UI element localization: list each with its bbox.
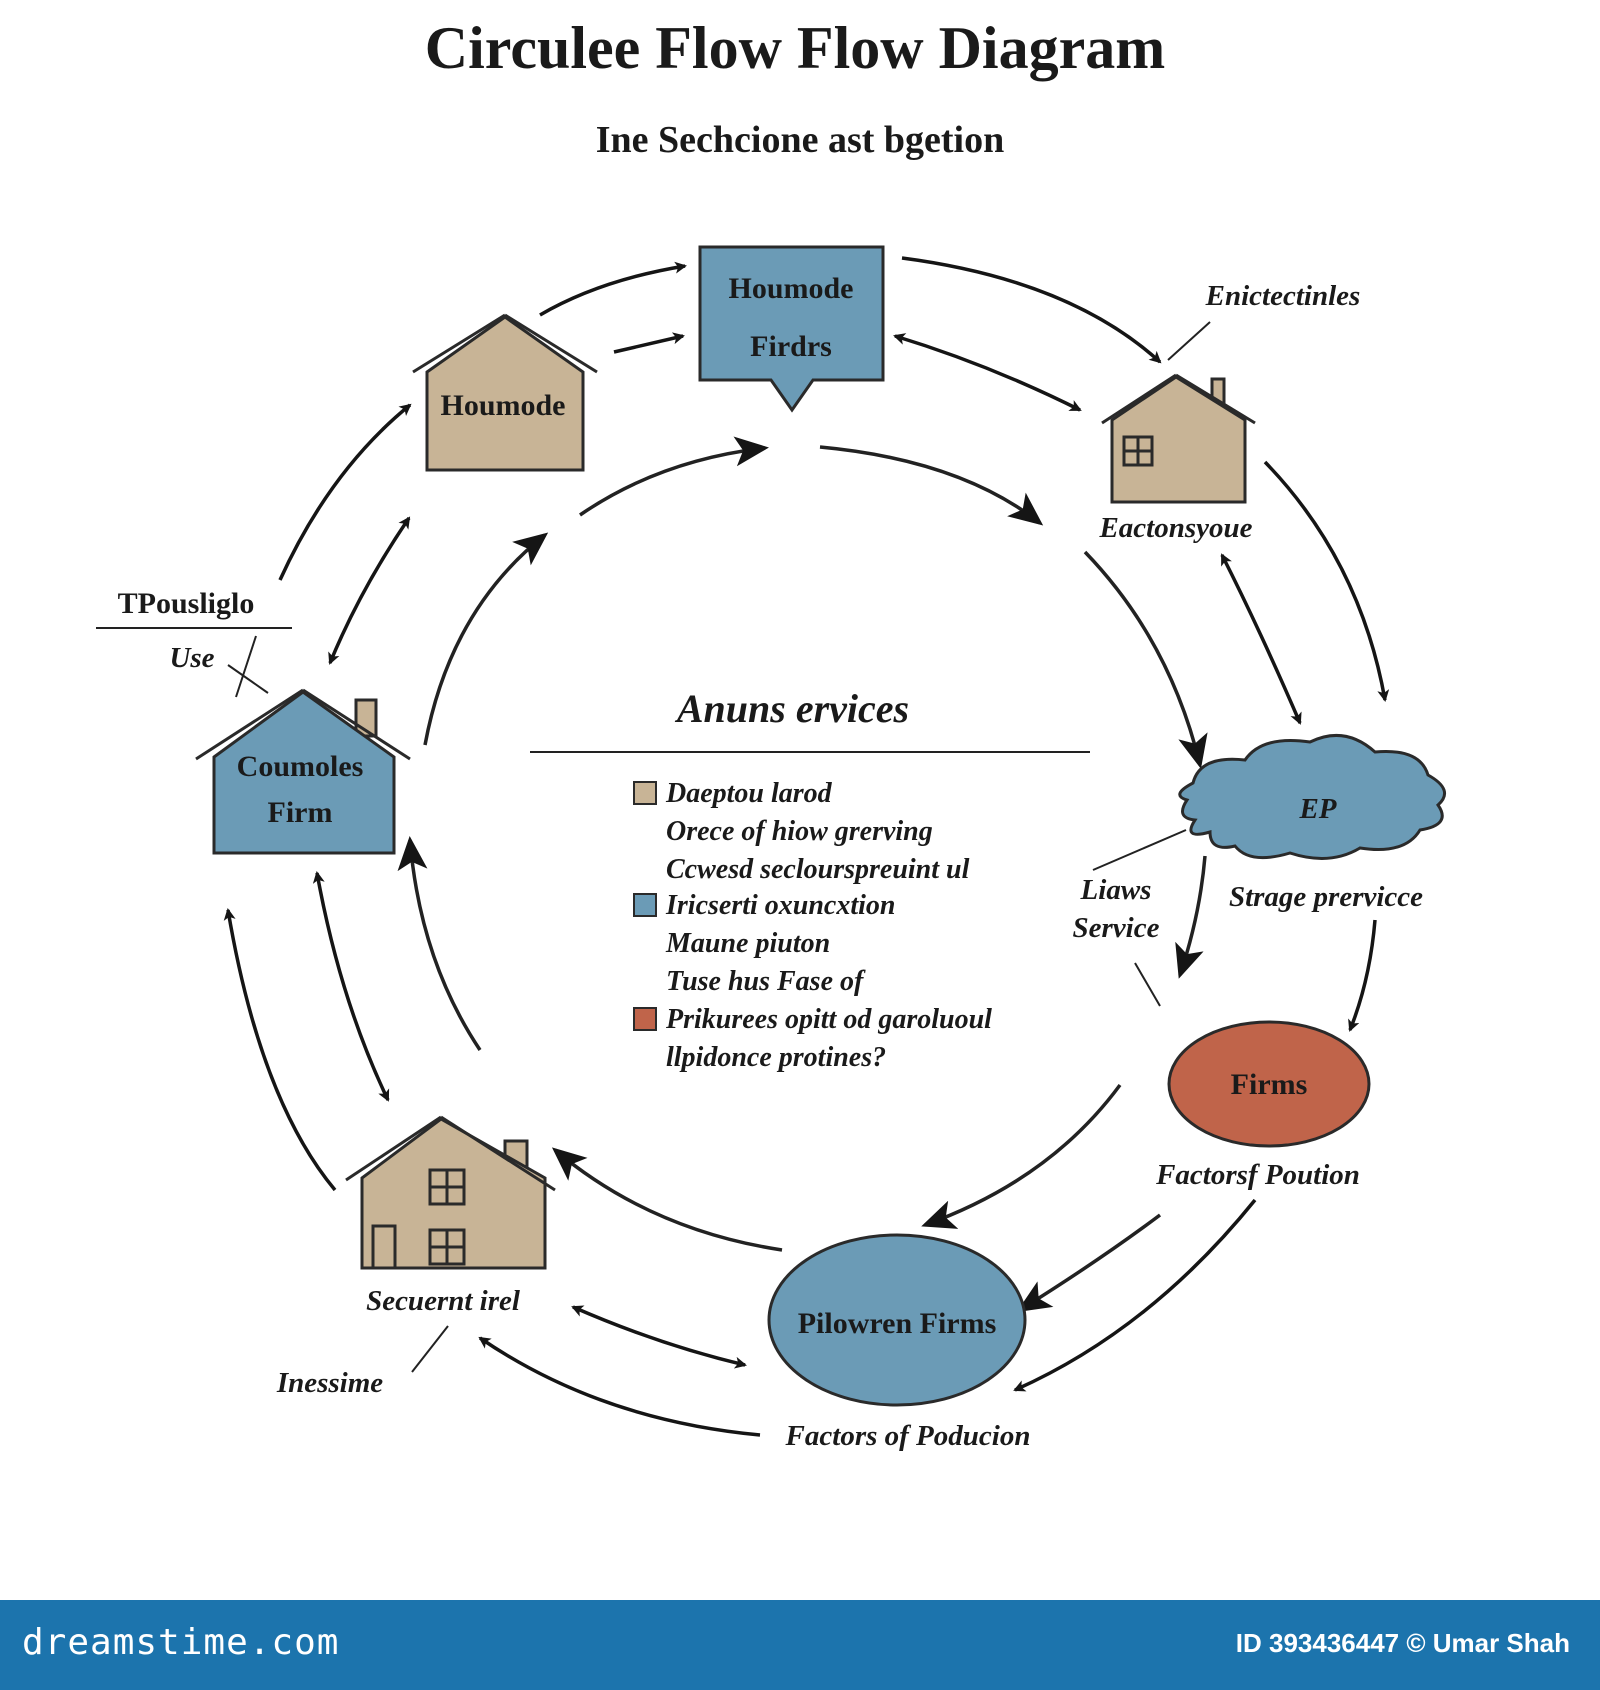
arrow-double-left-upper	[328, 516, 411, 665]
ellipse-firms-label: Firms	[1231, 1068, 1308, 1101]
arrow-small-top	[613, 332, 685, 354]
ellipse-bottom-label: Pilowren Firms	[798, 1307, 997, 1340]
top-box-label-1: Houmode	[728, 272, 853, 305]
footer-logo[interactable]: dreamstime.com	[22, 1622, 340, 1663]
legend-swatch-blue	[633, 893, 657, 917]
arrow-outer-5	[1013, 1198, 1257, 1392]
cloud-leader-1	[1092, 829, 1187, 871]
arrow-inner-7	[397, 836, 482, 1051]
arrow-inner-5	[921, 1083, 1122, 1229]
arrow-inner-2	[819, 445, 1044, 526]
cloud-caption-left-1: Liaws	[1080, 874, 1152, 906]
legend-item-3-line-1: Prikurees opitt od garoluoul	[665, 1004, 992, 1035]
left-heading-label: TPousliglo	[118, 587, 255, 620]
house-upper-right: Eactonsyoue Enictectinles	[1098, 280, 1360, 544]
ellipse-bottom-caption: Factors of Poducion	[785, 1420, 1031, 1452]
cloud-label: EP	[1298, 793, 1336, 825]
house-left-label-1: Coumoles	[237, 750, 364, 783]
diagram-subtitle: Ine Sechcione ast bgetion	[596, 119, 1005, 161]
house-upper-right-caption: Eactonsyoue	[1098, 512, 1252, 544]
legend-item-2-line-3: Tuse hus Fase of	[666, 966, 866, 997]
house-lower-left-annotation: Inessime	[276, 1367, 383, 1399]
cloud-caption-right: Strage prervicce	[1229, 881, 1423, 913]
cloud-caption-left-2: Service	[1073, 912, 1160, 944]
legend-swatch-rust	[633, 1007, 657, 1031]
arrow-outer-1	[539, 261, 687, 317]
arrow-inner-8	[423, 532, 549, 746]
footer-bar: dreamstime.com ID 393436447 © Umar Shah	[0, 1600, 1600, 1690]
ellipse-firms-caption: Factorsf Poution	[1155, 1159, 1360, 1191]
arrow-inner-4	[1175, 855, 1207, 979]
top-box-node: Houmode Firdrs	[698, 245, 885, 413]
legend-title: Anuns ervices	[674, 686, 909, 731]
legend-item-1-line-2: Orece of hiow grerving	[666, 816, 933, 847]
left-label-leader	[235, 635, 257, 698]
top-box-label-2: Firdrs	[750, 330, 832, 363]
arrow-double-left-lower	[312, 871, 390, 1102]
ellipse-node-firms: Firms Factorsf Poution	[1155, 1020, 1371, 1191]
legend-item-1-line-3: Ccwesd seclourspreuint ul	[666, 854, 970, 885]
arrow-outer-6	[478, 1336, 761, 1437]
left-label-leader-2	[227, 664, 269, 694]
center-legend: Anuns ervices Daeptou larod Orece of hio…	[530, 686, 1090, 1073]
house-lower-left-caption: Secuernt irel	[366, 1285, 521, 1317]
arrow-inner-1	[579, 436, 769, 517]
arrow-double-top-right	[893, 333, 1082, 412]
ellipse-node-bottom: Pilowren Firms Factors of Poducion	[767, 1233, 1031, 1452]
legend-item-2-line-1: Iricserti oxuncxtion	[665, 890, 895, 921]
house-upper-left-label: Houmode	[440, 389, 565, 422]
footer-credit: ID 393436447 © Umar Shah	[1235, 1628, 1570, 1658]
arrow-inner-6	[551, 1147, 783, 1252]
arrow-outer-2	[901, 256, 1162, 364]
house-left: Coumoles Firm	[195, 688, 411, 855]
left-sub-label: Use	[169, 642, 214, 674]
annotation-leader-lower-left	[411, 1325, 449, 1373]
arrow-double-bottom	[571, 1305, 747, 1369]
house-upper-left: Houmode	[412, 313, 598, 472]
legend-item-2-line-2: Maune piuton	[665, 928, 830, 959]
arrow-inner-3	[1083, 550, 1208, 769]
house-upper-right-annotation: Enictectinles	[1205, 280, 1361, 312]
legend-item-1-line-1: Daeptou larod	[665, 778, 833, 809]
arrow-double-right	[1220, 553, 1302, 725]
cloud-node-right: EP Strage prervicce Liaws Service	[1073, 734, 1447, 1007]
arrow-inner-9	[1016, 1213, 1162, 1313]
house-lower-left: Secuernt irel Inessime	[276, 1115, 556, 1399]
arrow-outer-7	[223, 908, 337, 1192]
arrow-outer-3	[1263, 460, 1390, 702]
cloud-leader-2	[1134, 962, 1161, 1007]
annotation-leader-upper-right	[1167, 321, 1211, 361]
diagram-title: Circulee Flow Flow Diagram	[425, 15, 1165, 81]
arrow-outer-8	[278, 403, 412, 581]
arrow-outer-4	[1348, 919, 1377, 1032]
house-left-label-2: Firm	[268, 796, 333, 829]
legend-swatch-tan	[633, 781, 657, 805]
legend-item-3-line-2: llpidonce protines?	[666, 1042, 886, 1073]
